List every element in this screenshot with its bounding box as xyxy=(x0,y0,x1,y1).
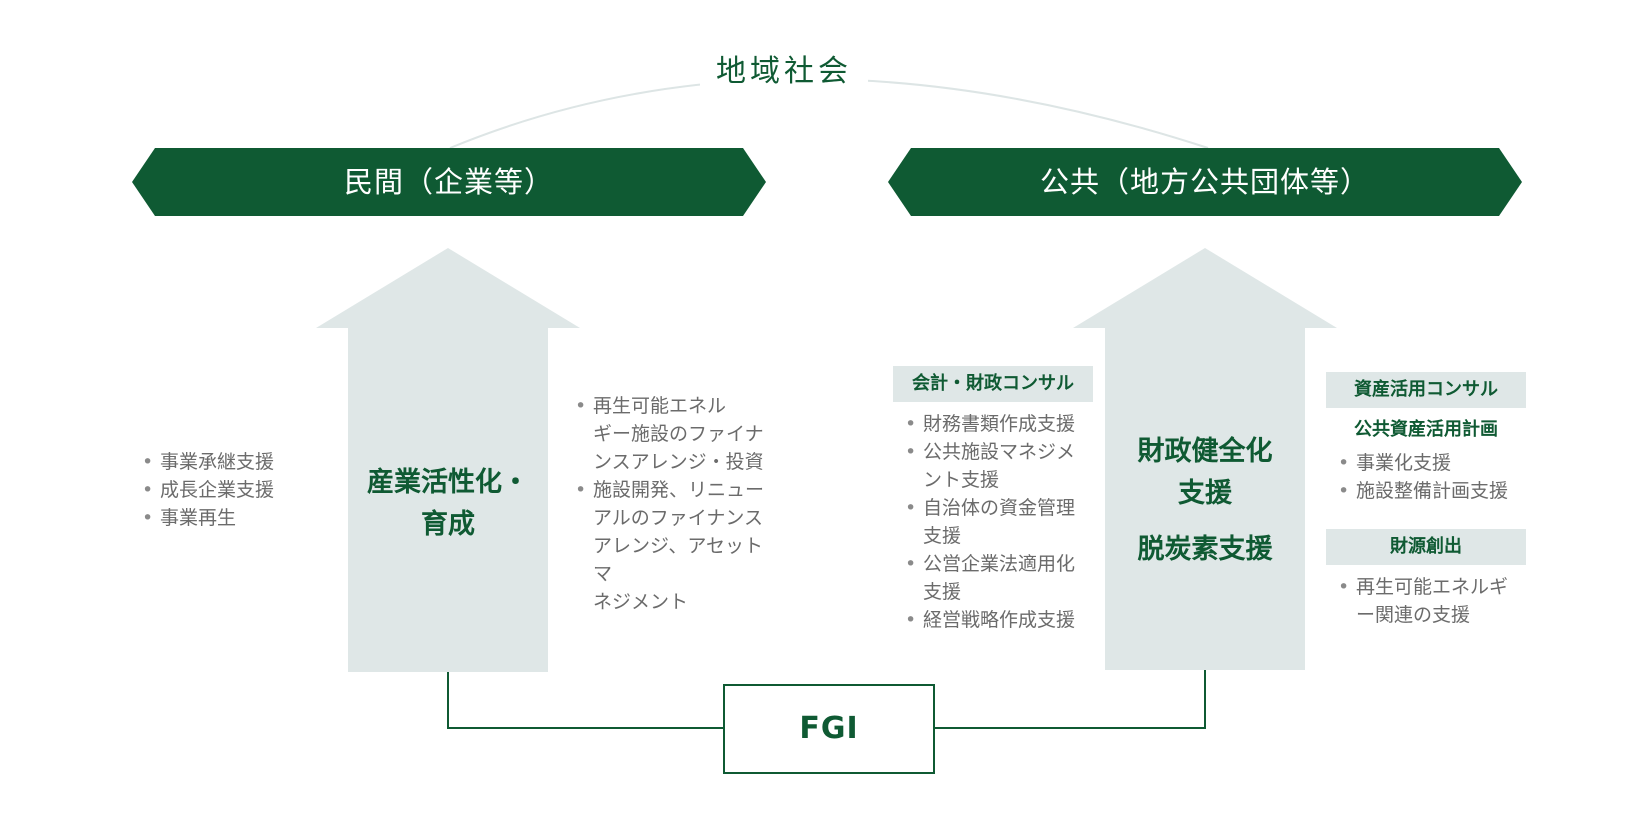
list-item-line: ー関連の支援 xyxy=(1356,604,1471,626)
revenue-creation-list: 再生可能エネルギ ー関連の支援 xyxy=(1336,573,1526,629)
list-item-line: ギー施設のファイナ xyxy=(593,423,764,445)
list-item: 財務書類作成支援 xyxy=(903,410,1093,438)
list-item: 施設整備計画支援 xyxy=(1336,477,1526,505)
private-banner-shape xyxy=(132,148,766,216)
list-item-line: ネジメント xyxy=(593,591,689,613)
list-item-line: 施設整備計画支援 xyxy=(1356,480,1509,502)
private-arrow-label-line: 産業活性化・ xyxy=(367,467,529,498)
list-item-line: ント支援 xyxy=(923,469,1000,491)
list-item: 事業再生 xyxy=(140,504,330,532)
list-item: 自治体の資金管理 支援 xyxy=(903,494,1093,550)
public-up-arrow xyxy=(1073,248,1337,670)
community-title: 地域社会 xyxy=(700,50,868,94)
list-item-line: アレンジ、アセットマ xyxy=(593,535,764,585)
list-item: 再生可能エネル ギー施設のファイナ ンスアレンジ・投資 xyxy=(573,392,773,476)
private-right-list: 再生可能エネル ギー施設のファイナ ンスアレンジ・投資 施設開発、リニュー アル… xyxy=(573,392,773,616)
list-item: 施設開発、リニュー アルのファイナンス アレンジ、アセットマ ネジメント xyxy=(573,476,773,616)
accounting-consulting-list: 財務書類作成支援 公共施設マネジメ ント支援 自治体の資金管理 支援 公営企業法… xyxy=(903,410,1093,634)
list-item-line: 経営戦略作成支援 xyxy=(923,609,1076,631)
private-sector-banner: 民間（企業等） xyxy=(343,165,554,199)
public-banner-shape xyxy=(888,148,1522,216)
list-item-line: 施設開発、リニュー xyxy=(593,479,765,501)
connector-private xyxy=(447,672,723,729)
list-item-line: 再生可能エネルギ xyxy=(1356,576,1509,598)
list-item: 公営企業法適用化 支援 xyxy=(903,550,1093,606)
public-arrow-label: 財政健全化 支援 脱炭素支援 xyxy=(1105,431,1305,571)
public-arrow-label-line: 財政健全化 xyxy=(1137,436,1273,467)
list-item-line: 支援 xyxy=(923,581,962,603)
public-arrow-label-line: 支援 xyxy=(1178,478,1232,509)
asset-consulting-heading: 資産活用コンサル xyxy=(1326,372,1526,408)
accounting-consulting-heading: 会計・財政コンサル xyxy=(893,366,1093,402)
list-item-line: 自治体の資金管理 xyxy=(923,497,1076,519)
public-arrow-label-line: 脱炭素支援 xyxy=(1137,534,1273,565)
fgi-box: FGI xyxy=(723,684,935,774)
private-arrow-label: 産業活性化・ 育成 xyxy=(348,462,548,546)
list-item: 公共施設マネジメ ント支援 xyxy=(903,438,1093,494)
list-item-line: 公共施設マネジメ xyxy=(923,441,1076,463)
list-item: 経営戦略作成支援 xyxy=(903,606,1093,634)
asset-consulting-list: 事業化支援 施設整備計画支援 xyxy=(1336,449,1526,505)
list-item: 事業承継支援 xyxy=(140,448,330,476)
asset-plan-subheading: 公共資産活用計画 xyxy=(1354,419,1498,440)
private-arrow-label-line: 育成 xyxy=(421,509,475,540)
list-item-line: 事業化支援 xyxy=(1356,452,1452,474)
list-item-line: 再生可能エネル xyxy=(593,395,727,417)
list-item-line: 公営企業法適用化 xyxy=(923,553,1076,575)
list-item: 再生可能エネルギ ー関連の支援 xyxy=(1336,573,1526,629)
private-left-list: 事業承継支援 成長企業支援 事業再生 xyxy=(140,448,330,532)
list-item-line: アルのファイナンス xyxy=(593,507,764,529)
revenue-creation-heading: 財源創出 xyxy=(1326,529,1526,565)
connector-public xyxy=(935,670,1206,729)
list-item-line: 支援 xyxy=(923,525,962,547)
list-item: 事業化支援 xyxy=(1336,449,1526,477)
private-up-arrow xyxy=(316,248,580,672)
public-sector-banner: 公共（地方公共団体等） xyxy=(1039,165,1370,199)
list-item-line: ンスアレンジ・投資 xyxy=(593,451,764,473)
list-item-line: 財務書類作成支援 xyxy=(923,413,1076,435)
list-item: 成長企業支援 xyxy=(140,476,330,504)
